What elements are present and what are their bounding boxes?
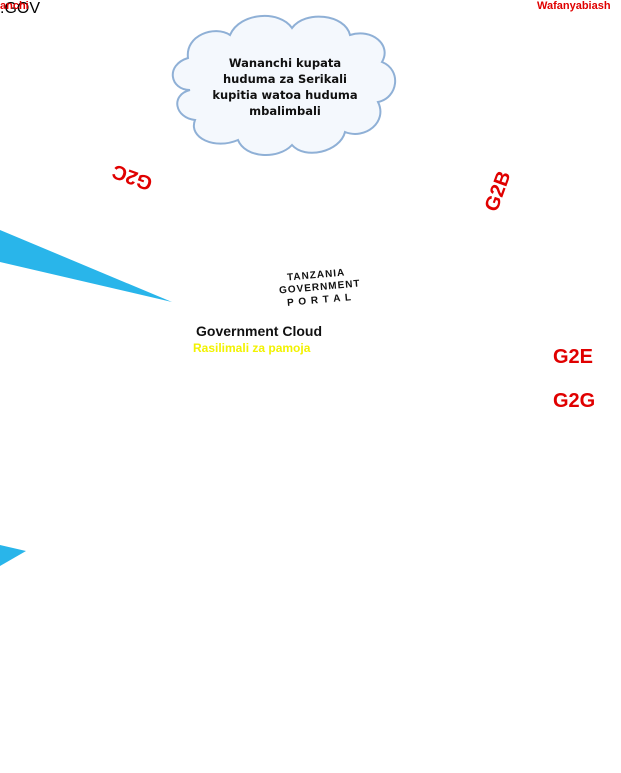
- cloud-text: Wananchi kupata huduma za Serikali kupit…: [200, 55, 370, 119]
- label-g2g: G2G: [553, 390, 596, 412]
- beam-upper: [0, 230, 172, 302]
- government-cloud: .GOV anchi Wafanyabiash Wananchi kupata …: [0, 0, 611, 412]
- lightning-right-outline: .GOV anchi Wafanyabiash Wananchi kupata …: [0, 0, 611, 412]
- lightning-center-outline: .GOV anchi Wafanyabiash Wananchi kupata …: [0, 0, 611, 412]
- label-g2e: G2E: [553, 346, 594, 368]
- lightning-left: .GOV anchi Wafanyabiash Wananchi kupata …: [0, 0, 611, 412]
- lightning-right: .GOV anchi Wafanyabiash Wananchi kupata …: [0, 0, 611, 412]
- gov-watermark: .GOV: [0, 0, 41, 17]
- beam-lower: [0, 545, 26, 566]
- cloud-text-line-2: huduma za Serikali: [223, 72, 347, 86]
- cloud-text-line-1: Wananchi kupata: [228, 56, 342, 70]
- cloud-text-line-3: kupitia watoa huduma: [212, 88, 358, 102]
- lightning-center: .GOV anchi Wafanyabiash Wananchi kupata …: [0, 0, 611, 412]
- thought-cloud: [171, 15, 397, 157]
- cloud-text-line-4: mbalimbali: [249, 104, 321, 118]
- top-left-label: anchi: [0, 0, 29, 12]
- gov-cloud-title: Government Cloud: [196, 323, 323, 339]
- lightning-left-outline: .GOV anchi Wafanyabiash Wananchi kupata …: [0, 0, 611, 412]
- top-right-label: Wafanyabiash: [537, 0, 611, 12]
- gov-cloud-subtitle: Rasilimali za pamoja: [193, 341, 311, 355]
